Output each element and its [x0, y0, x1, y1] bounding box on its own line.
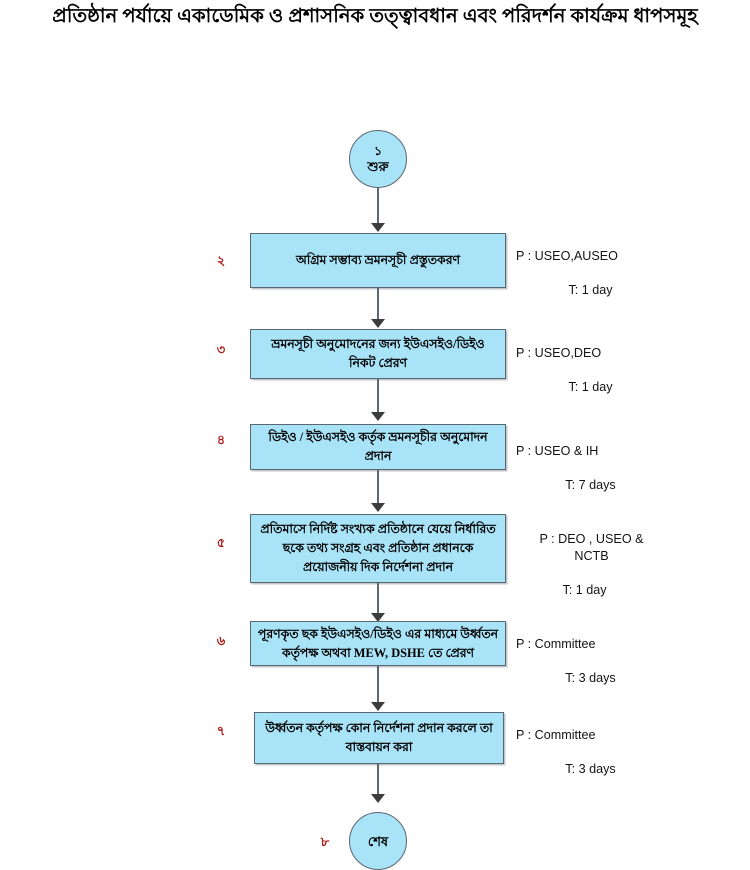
annotation-step-3-time: T: 1 day: [568, 380, 613, 394]
process-box-step-6[interactable]: পূরণকৃত ছক ইউএসইও/ডিইও এর মাধ্যমে উর্ধ্ব…: [250, 621, 506, 666]
process-box-step-7-text: উর্ধ্বতন কর্তৃপক্ষ কোন নির্দেশনা প্রদান …: [265, 721, 493, 754]
annotation-step-5-person: P : DEO , USEO & NCTB: [539, 532, 644, 563]
end-node[interactable]: শেষ: [349, 812, 407, 870]
annotation-step-4: P : USEO & IH T: 7 days: [516, 426, 691, 511]
connector-step-6-to-step-7: [377, 666, 379, 704]
arrow-step-4-to-step-5: [371, 503, 385, 512]
arrow-step-7-to-end: [371, 794, 385, 803]
start-node[interactable]: ১ শুরু: [349, 130, 407, 188]
arrow-step-5-to-step-6: [371, 613, 385, 622]
step-number-7: ৭: [216, 723, 226, 738]
connector-step-4-to-step-5: [377, 470, 379, 505]
process-box-step-4[interactable]: ডিইও / ইউএসইও কর্তৃক ভ্রমনসূচীর অনুমোদন …: [250, 424, 506, 470]
arrow-step-3-to-step-4: [371, 412, 385, 421]
process-box-step-3-text: ভ্রমনসূচী অনুমোদনের জন্য ইউএসইও/ডিইও নিক…: [271, 337, 485, 370]
annotation-step-7-person: P : Committee: [516, 728, 596, 742]
annotation-step-2-time: T: 1 day: [568, 283, 613, 297]
process-box-step-7[interactable]: উর্ধ্বতন কর্তৃপক্ষ কোন নির্দেশনা প্রদান …: [254, 712, 504, 764]
process-box-step-6-text: পূরণকৃত ছক ইউএসইও/ডিইও এর মাধ্যমে উর্ধ্ব…: [257, 626, 499, 660]
process-box-step-5-text: প্রতিমাসে নির্দিষ্ট সংখ্যক প্রতিষ্ঠানে য…: [260, 522, 496, 574]
annotation-step-3-person: P : USEO,DEO: [516, 346, 602, 360]
step-number-4: ৪: [216, 432, 226, 447]
connector-step-7-to-end: [377, 764, 379, 796]
annotation-step-6-time: T: 3 days: [565, 671, 616, 685]
start-node-label: শুরু: [367, 159, 389, 174]
connector-step-3-to-step-4: [377, 379, 379, 414]
process-box-step-2-text: অগ্রিম সম্ভাব্য ভ্রমনসূচী প্রস্তুতকরণ: [295, 253, 461, 267]
start-node-number: ১: [373, 144, 383, 158]
connector-start-to-step-2: [377, 188, 379, 225]
step-number-6: ৬: [216, 633, 226, 648]
annotation-step-4-person: P : USEO & IH: [516, 444, 599, 458]
arrow-step-2-to-step-3: [371, 319, 385, 328]
process-box-step-2[interactable]: অগ্রিম সম্ভাব্য ভ্রমনসূচী প্রস্তুতকরণ: [250, 233, 506, 288]
annotation-step-6-person: P : Committee: [516, 637, 596, 651]
annotation-step-5: P : DEO , USEO & NCTB T: 1 day: [513, 514, 688, 616]
annotation-step-7-time: T: 3 days: [565, 762, 616, 776]
arrow-start-to-step-2: [371, 223, 385, 232]
connector-step-2-to-step-3: [377, 288, 379, 321]
annotation-step-5-time: T: 1 day: [562, 583, 607, 597]
process-box-step-3[interactable]: ভ্রমনসূচী অনুমোদনের জন্য ইউএসইও/ডিইও নিক…: [250, 329, 506, 379]
step-number-2: ২: [216, 253, 226, 268]
annotation-step-2-person: P : USEO,AUSEO: [516, 249, 618, 263]
end-node-label: শেষ: [367, 833, 389, 849]
connector-step-5-to-step-6: [377, 583, 379, 615]
annotation-step-4-time: T: 7 days: [565, 478, 616, 492]
annotation-step-6: P : Committee T: 3 days: [516, 619, 691, 704]
process-box-step-4-text: ডিইও / ইউএসইও কর্তৃক ভ্রমনসূচীর অনুমোদন …: [268, 430, 488, 463]
step-number-3: ৩: [216, 342, 226, 357]
arrow-step-6-to-step-7: [371, 702, 385, 711]
step-number-8: ৮: [320, 834, 330, 849]
annotation-step-7: P : Committee T: 3 days: [516, 710, 691, 795]
annotation-step-3: P : USEO,DEO T: 1 day: [516, 328, 691, 413]
process-box-step-5[interactable]: প্রতিমাসে নির্দিষ্ট সংখ্যক প্রতিষ্ঠানে য…: [250, 514, 506, 583]
page-title: প্রতিষ্ঠান পর্যায়ে একাডেমিক ও প্রশাসনিক…: [52, 6, 698, 27]
annotation-step-2: P : USEO,AUSEO T: 1 day: [516, 231, 691, 316]
step-number-5: ৫: [216, 535, 226, 550]
